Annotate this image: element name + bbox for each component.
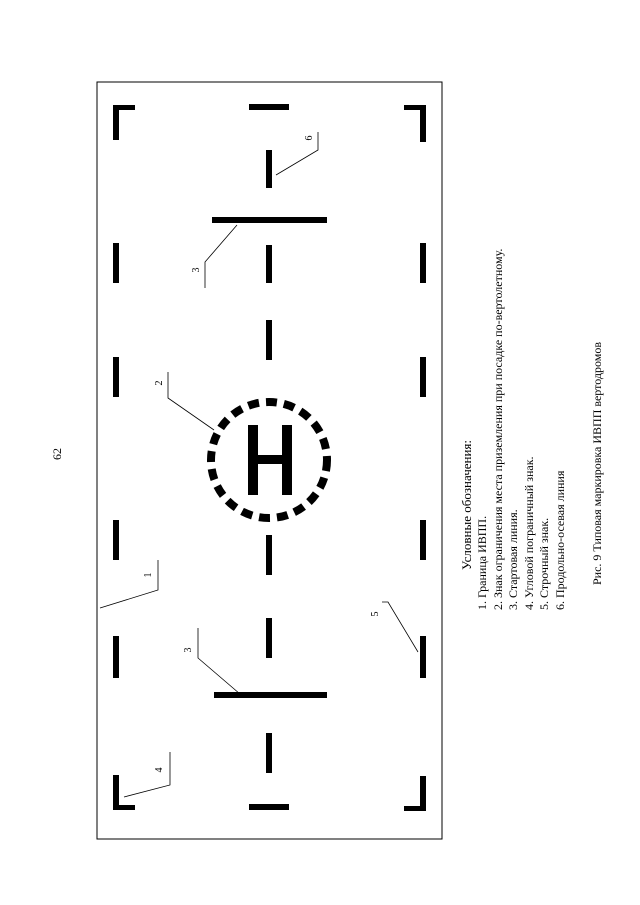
centerline-dash (266, 535, 272, 575)
callout-2: 2 (154, 381, 165, 386)
callout-leaders (99, 132, 419, 798)
leader-3-bottom (197, 628, 241, 695)
edge-mark-right (420, 357, 426, 397)
edge-marks (113, 243, 426, 678)
callout-6: 6 (304, 136, 315, 141)
edge-mark-right (420, 520, 426, 560)
legend-item: 4. Угловой пограничный знак. (521, 456, 536, 610)
centerline-dash (266, 320, 272, 360)
callout-3-bottom: 3 (183, 648, 194, 653)
callout-1: 1 (143, 573, 154, 578)
leader-5 (382, 601, 419, 653)
start-line-top (212, 217, 327, 223)
edge-mark-left (113, 636, 119, 678)
leader-4 (123, 752, 171, 798)
centerline-dash (266, 618, 272, 658)
legend-item: 6. Продольно-осевая линия (552, 470, 567, 610)
leader-3-top (204, 224, 238, 288)
corner-mark-bottom-left (113, 775, 119, 810)
edge-mark-right (420, 243, 426, 283)
corner-mark-top-left (113, 105, 135, 110)
corner-boundary-marks (113, 105, 426, 811)
callout-4: 4 (154, 768, 165, 773)
edge-mark-left (113, 243, 119, 283)
helipad-letter-h (248, 425, 292, 495)
centerline-end-mark-bottom (249, 804, 289, 810)
callout-5: 5 (370, 612, 381, 617)
start-line-bottom (214, 692, 327, 698)
corner-mark-top-right (420, 105, 426, 142)
centerline-dash (266, 150, 272, 188)
corner-mark-bottom-right (404, 806, 426, 811)
centerline-dash (266, 733, 272, 773)
runway-border (96, 81, 443, 840)
legend-title: Условные обозначения: (459, 439, 474, 570)
legend-item: 5. Строчный знак. (537, 517, 551, 610)
callout-labels: 1 2 3 3 4 5 6 (143, 136, 381, 773)
leader-6 (275, 132, 319, 176)
centerline-dash (266, 245, 272, 283)
leader-2 (167, 372, 215, 431)
touchdown-limit-circle (207, 398, 331, 522)
centerline-end-mark-top (249, 104, 289, 110)
legend-item: 1. Граница ИВПП. (475, 515, 489, 610)
corner-mark-top-right (404, 105, 426, 110)
leader-1 (99, 560, 159, 609)
centerline-dashes (266, 150, 272, 773)
edge-mark-left (113, 520, 119, 560)
callout-3-top: 3 (191, 268, 202, 273)
page-number: 62 (50, 448, 64, 460)
legend-item: 2. Знак ограничения места приземления пр… (490, 248, 505, 610)
corner-mark-top-left (113, 105, 119, 140)
corner-mark-bottom-right (420, 776, 426, 811)
figure-caption: Рис. 9 Типовая маркировка ИВПП вертодром… (590, 341, 604, 585)
edge-mark-left (113, 357, 119, 397)
edge-mark-right (420, 636, 426, 678)
corner-mark-bottom-left (113, 805, 135, 810)
legend-item: 3. Стартовая линия. (506, 509, 520, 610)
legend: Условные обозначения: 1. Граница ИВПП. 2… (458, 249, 568, 610)
